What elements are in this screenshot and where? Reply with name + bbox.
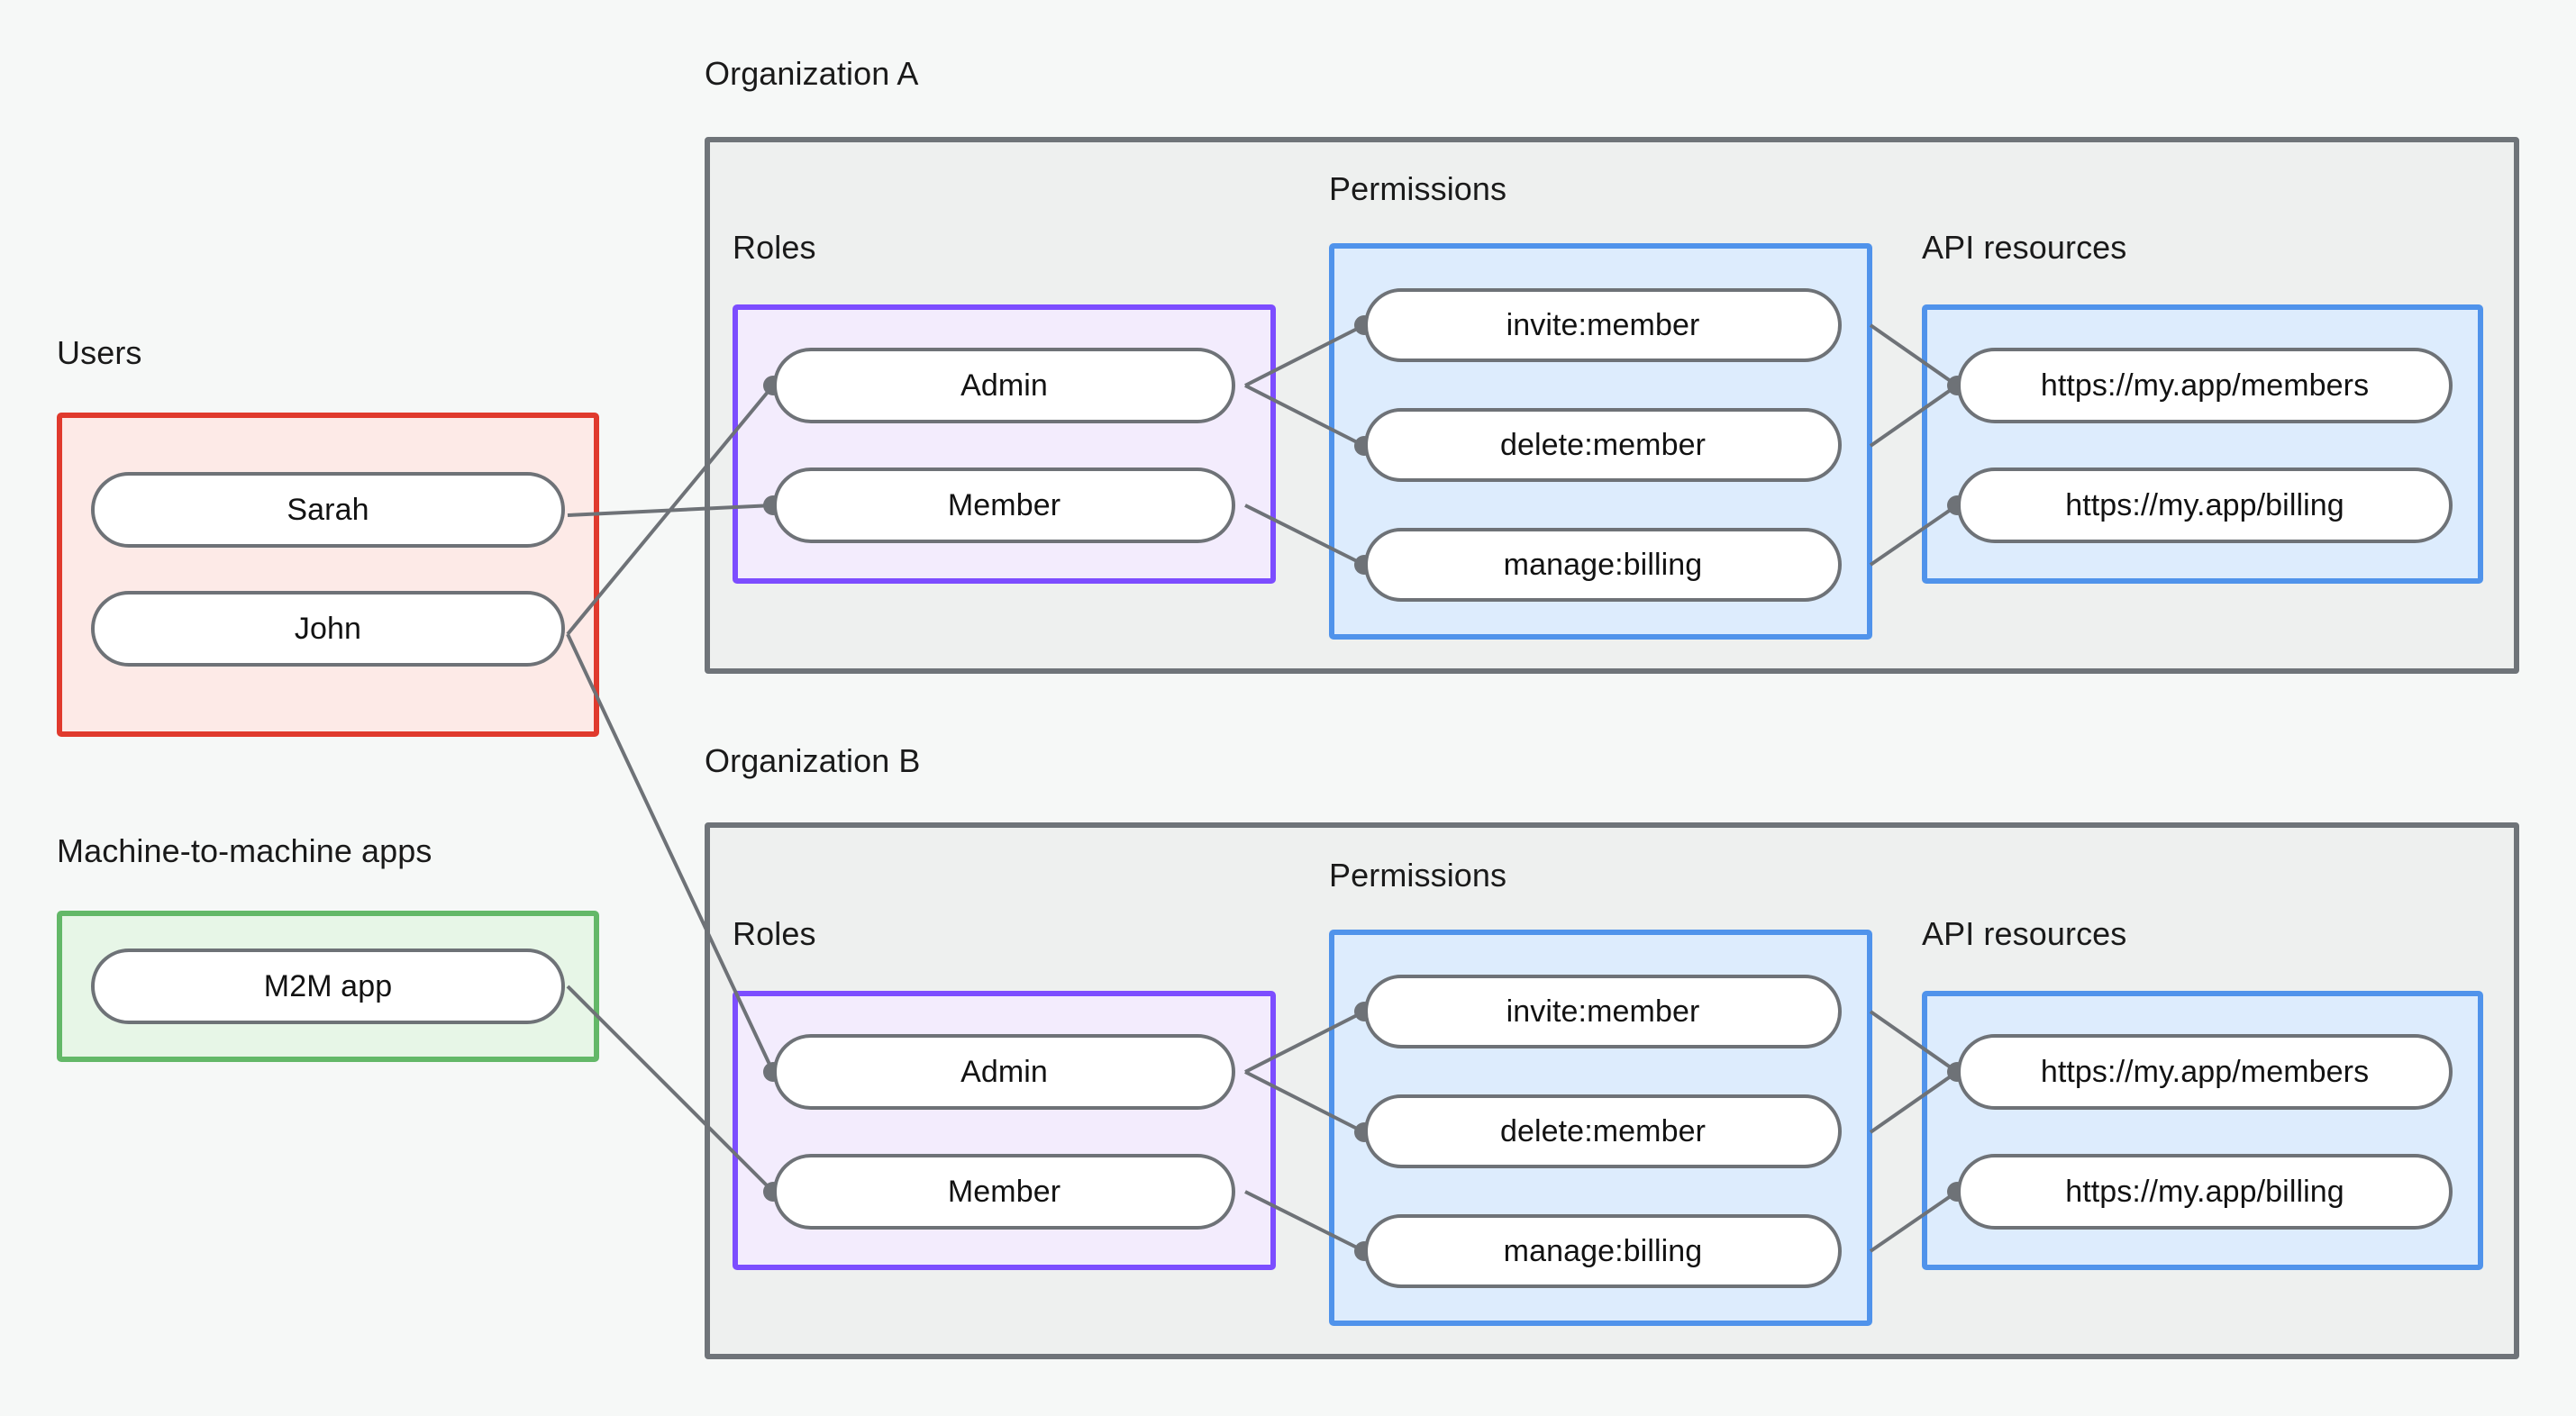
org-a-permissions-caption: Permissions — [1329, 170, 1507, 207]
user-node-john[interactable]: John — [91, 591, 565, 667]
m2m-node-app[interactable]: M2M app — [91, 949, 565, 1024]
org-b-roles-caption: Roles — [733, 915, 816, 952]
org-a-role-admin[interactable]: Admin — [773, 348, 1235, 423]
org-b-permissions-caption: Permissions — [1329, 857, 1507, 894]
org-b-api-resources-caption: API resources — [1922, 915, 2127, 952]
org-a-api-resource-billing[interactable]: https://my.app/billing — [1957, 467, 2453, 543]
org-b-caption: Organization B — [705, 742, 921, 779]
org-b-permission-delete-member[interactable]: delete:member — [1364, 1094, 1842, 1168]
org-b-role-member[interactable]: Member — [773, 1154, 1235, 1230]
org-b-role-admin[interactable]: Admin — [773, 1034, 1235, 1110]
org-b-api-resource-billing[interactable]: https://my.app/billing — [1957, 1154, 2453, 1230]
org-a-caption: Organization A — [705, 55, 919, 92]
org-a-roles-caption: Roles — [733, 229, 816, 266]
users-group — [57, 413, 599, 737]
org-a-permission-delete-member[interactable]: delete:member — [1364, 408, 1842, 482]
m2m-caption: Machine-to-machine apps — [57, 832, 432, 869]
org-a-api-resource-members[interactable]: https://my.app/members — [1957, 348, 2453, 423]
org-b-permission-manage-billing[interactable]: manage:billing — [1364, 1214, 1842, 1288]
user-node-sarah[interactable]: Sarah — [91, 472, 565, 548]
users-caption: Users — [57, 334, 142, 371]
org-a-permission-invite-member[interactable]: invite:member — [1364, 288, 1842, 362]
org-b-api-resource-members[interactable]: https://my.app/members — [1957, 1034, 2453, 1110]
org-a-permission-manage-billing[interactable]: manage:billing — [1364, 528, 1842, 602]
org-a-role-member[interactable]: Member — [773, 467, 1235, 543]
org-a-api-resources-caption: API resources — [1922, 229, 2127, 266]
org-b-permission-invite-member[interactable]: invite:member — [1364, 975, 1842, 1048]
